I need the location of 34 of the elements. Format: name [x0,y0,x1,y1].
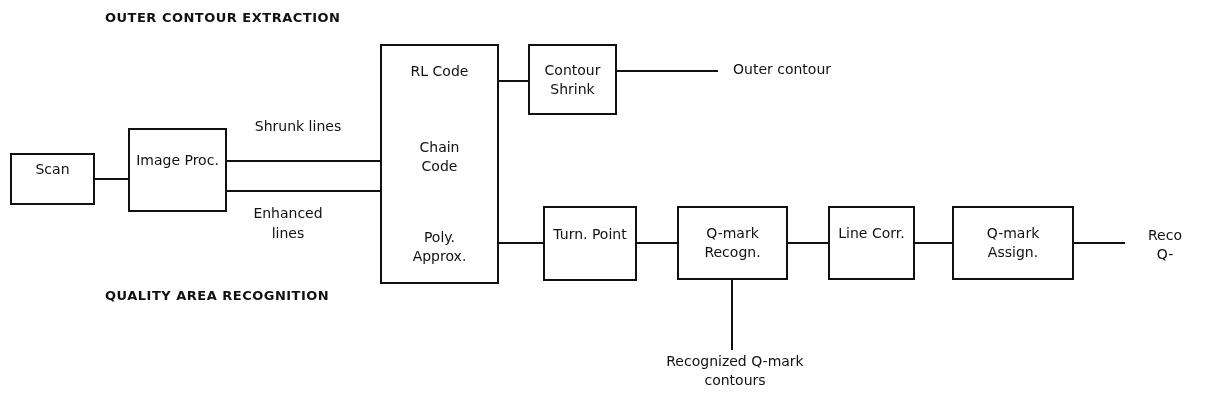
connector-line [787,242,829,244]
connector-line [94,178,129,180]
box-text: Poly. Approx. [411,228,468,266]
box-text: Line Corr. [837,224,906,243]
process-box [543,206,637,281]
connector-line [498,80,529,82]
process-box [10,153,95,205]
box-text: Turn. Point [552,224,628,244]
box-text: Q-mark Assign. [985,224,1041,262]
box-text: Scan [34,160,71,179]
connector-line [226,160,381,162]
connector-line [914,242,953,244]
connector-line [616,70,719,72]
connector-line [498,242,544,244]
connector-line [1073,242,1126,244]
process-box [828,206,915,280]
box-text: Image Proc. [136,151,219,170]
output-label: Outer contour [733,60,833,79]
output-label: Reco Q- [1147,226,1183,264]
process-box [380,44,499,284]
box-text: Contour Shrink [543,60,602,99]
process-box [528,44,617,115]
connector-line [226,190,381,192]
connector-line [636,242,678,244]
output-label: Recognized Q-mark contours [665,352,805,390]
box-text: Q-mark Recogn. [703,224,762,262]
box-text: RL Code [409,62,470,81]
section-heading: OUTER CONTOUR EXTRACTION [105,10,341,25]
connector-line [731,279,733,351]
section-heading: QUALITY AREA RECOGNITION [105,288,330,303]
process-box [128,128,227,212]
box-text: Chain Code [418,138,461,176]
process-box [677,206,788,280]
process-box [952,206,1074,280]
